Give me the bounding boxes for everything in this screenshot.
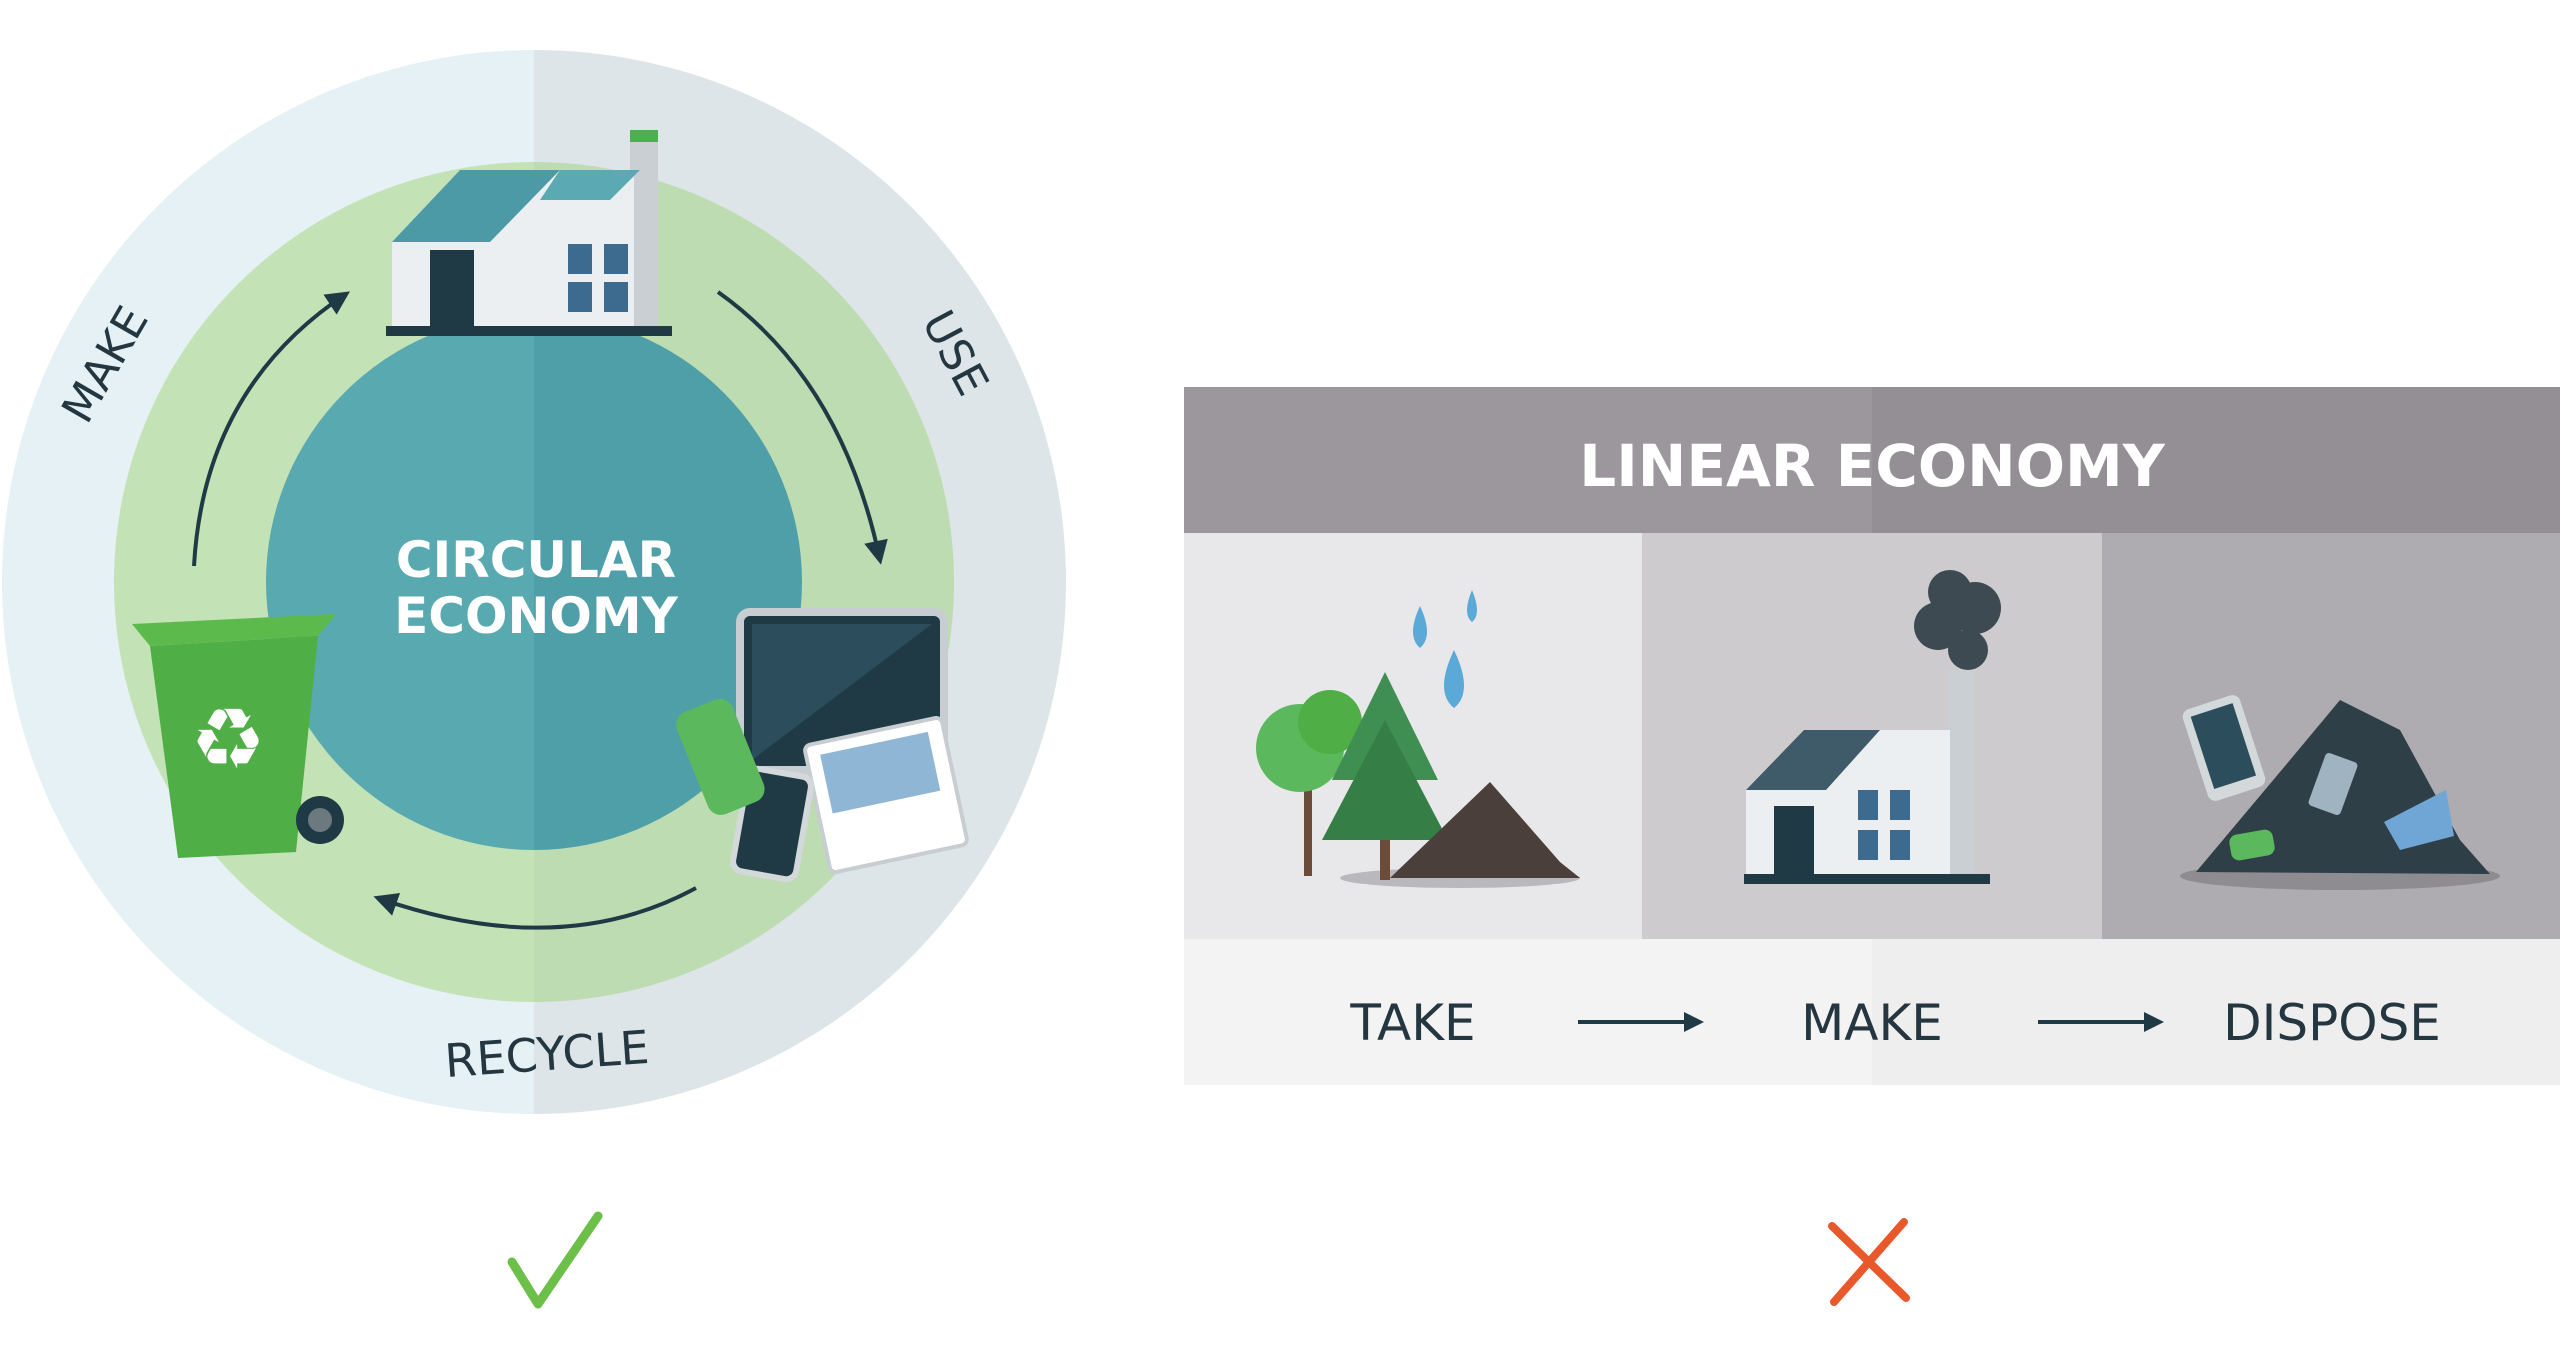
checkmark-icon — [507, 1211, 603, 1309]
step-label-dispose: DISPOSE — [2223, 994, 2441, 1052]
circular-economy-title-line2: ECONOMY — [394, 587, 678, 645]
cycle-arrow-use-to-recycle — [373, 886, 697, 930]
cross-icon — [1828, 1218, 1910, 1306]
recycling-bin-icon: ♻ — [132, 614, 344, 858]
water-drop-icon — [1444, 650, 1464, 708]
waste-pile-icon — [2180, 695, 2500, 890]
step-label-take: TAKE — [1349, 994, 1475, 1052]
recycle-symbol-icon: ♻ — [190, 690, 265, 788]
linear-economy-diagram: LINEAR ECONOMY TAKE MAKE DISPOSE — [1184, 387, 2560, 1306]
water-drop-icon — [1467, 590, 1477, 622]
natural-resources-icon — [1256, 590, 1580, 888]
circular-economy-diagram: CIRCULAR ECONOMY MAKE USE RECYCLE — [2, 50, 1066, 1309]
water-drop-icon — [1413, 606, 1427, 648]
cycle-arrow-recycle-to-make — [192, 291, 351, 567]
circular-economy-title-line1: CIRCULAR — [396, 531, 676, 589]
factory-icon — [386, 130, 672, 336]
polluting-factory-icon — [1744, 570, 2001, 884]
linear-economy-title: LINEAR ECONOMY — [1579, 432, 2165, 500]
cycle-arrow-make-to-use — [716, 290, 888, 565]
step-label-make: MAKE — [1801, 994, 1943, 1052]
used-products-icon — [676, 608, 969, 883]
